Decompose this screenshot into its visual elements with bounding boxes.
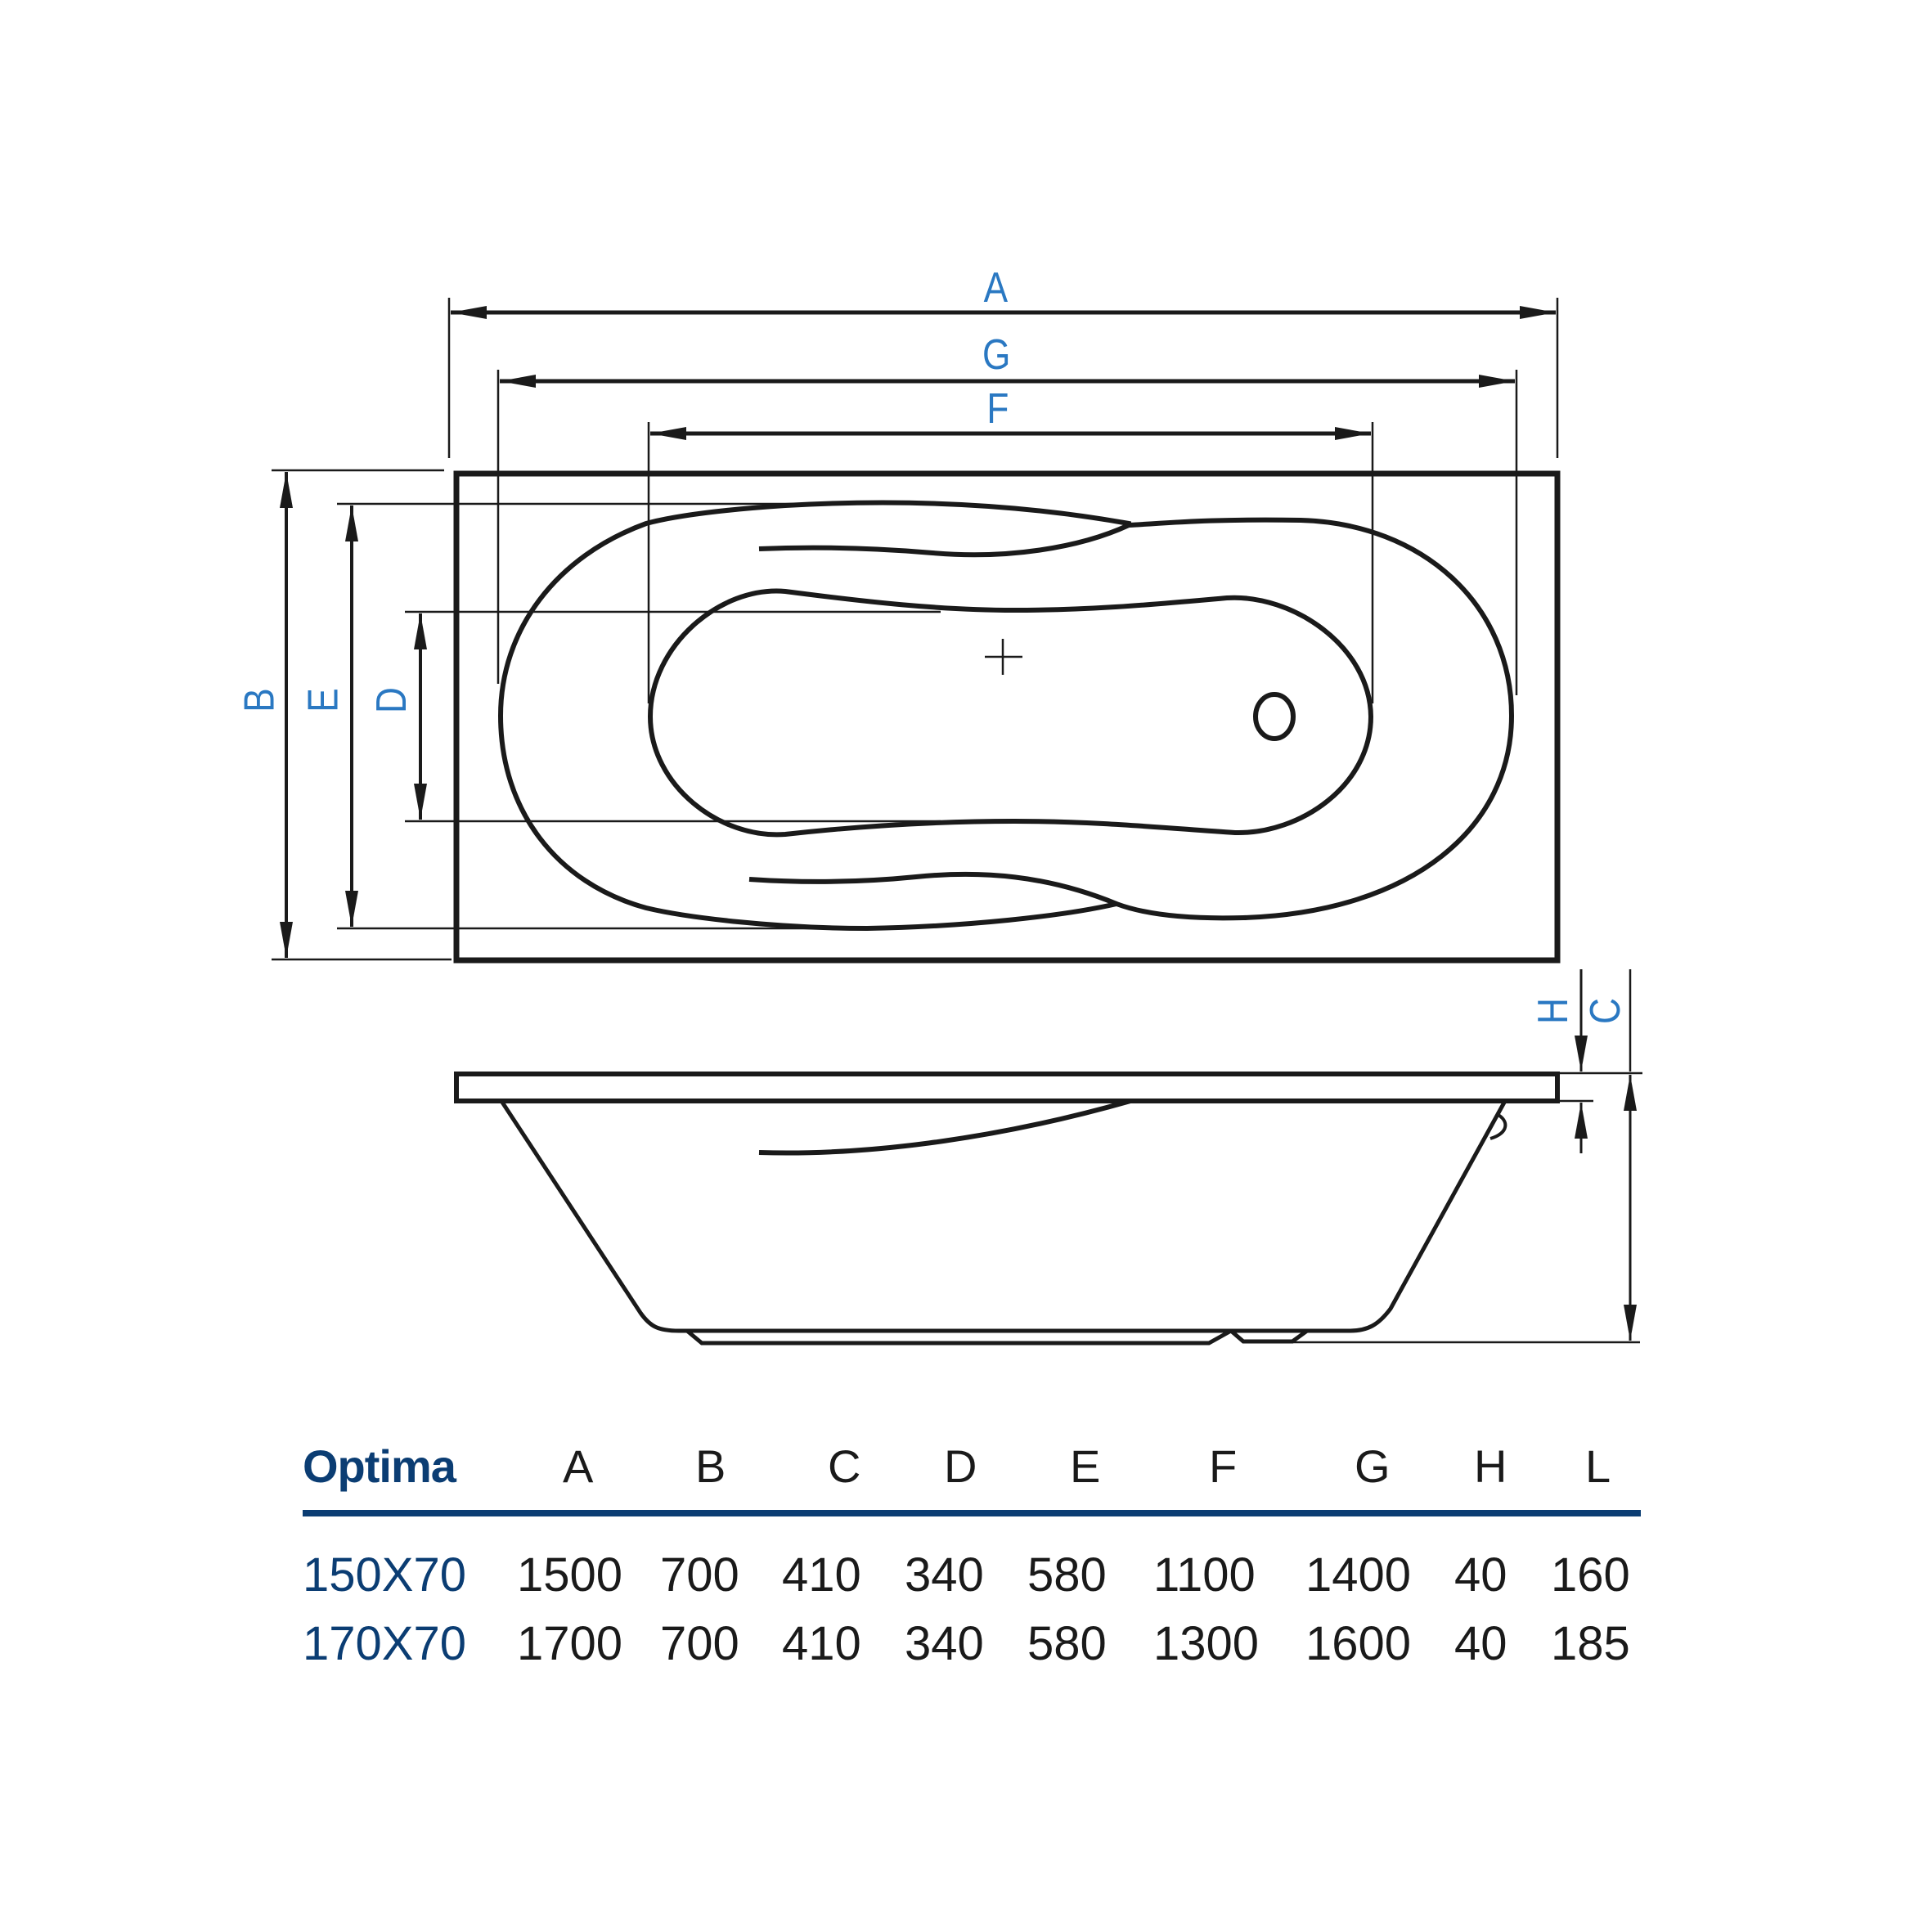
cell-g: 1400 [1305,1548,1412,1602]
table-header: Optima A B C D E F G H L [303,1440,1641,1497]
upper-swoosh [758,523,1130,558]
tub-base-side [685,1328,1233,1346]
table-title: Optima [303,1440,456,1492]
cell-c: 410 [782,1617,861,1670]
cell-b: 700 [660,1548,739,1602]
col-header-c: C [828,1440,861,1492]
cell-b: 700 [660,1617,739,1670]
tub-rim-side [454,1072,1560,1103]
label-b: B [236,688,284,712]
cell-g: 1600 [1305,1617,1412,1670]
col-header-e: E [1070,1440,1101,1492]
label-c: C [1581,998,1629,1024]
label-a: A [983,264,1009,312]
label-f: F [986,385,1009,433]
drain-icon [1253,692,1296,741]
side-view [454,969,1642,1346]
overflow-icon [1489,1112,1507,1140]
label-d: D [367,687,416,713]
cell-d: 340 [905,1617,984,1670]
label-e: E [299,688,348,712]
col-header-f: F [1209,1440,1238,1492]
model-cell: 150X70 [303,1548,466,1602]
cell-c: 410 [782,1548,861,1602]
cell-e: 580 [1027,1548,1107,1602]
label-h: H [1529,998,1577,1024]
tub-body-side [499,1099,1507,1333]
model-cell: 170X70 [303,1617,466,1670]
table-divider [303,1510,1641,1516]
dimensions-table: Optima A B C D E F G H L 150X70 1500 700… [303,1440,1641,1670]
top-view [272,298,1561,964]
col-header-d: D [944,1440,977,1492]
tub-outline-top [453,470,1561,964]
cell-a: 1700 [517,1617,623,1670]
table-row: 170X70 1700 700 410 340 580 1300 1600 40… [303,1616,1641,1685]
col-header-a: A [563,1440,594,1492]
table-row: 150X70 1500 700 410 340 580 1100 1400 40… [303,1548,1641,1616]
cell-d: 340 [905,1548,984,1602]
col-header-h: H [1474,1440,1507,1492]
cell-l: 185 [1551,1617,1630,1670]
lower-swoosh [748,871,1118,906]
label-g: G [982,331,1011,379]
cell-f: 1300 [1153,1617,1260,1670]
side-swoosh [758,1099,1131,1156]
cell-a: 1500 [517,1548,623,1602]
cell-l: 160 [1551,1548,1630,1602]
cell-e: 580 [1027,1617,1107,1670]
basin-outer-contour [497,500,1515,932]
cell-f: 1100 [1153,1548,1256,1602]
col-header-l: L [1585,1440,1611,1492]
cell-h: 40 [1454,1548,1507,1602]
col-header-b: B [695,1440,726,1492]
cell-h: 40 [1454,1617,1507,1670]
basin-inner-contour [647,588,1374,838]
col-header-g: G [1355,1440,1391,1492]
